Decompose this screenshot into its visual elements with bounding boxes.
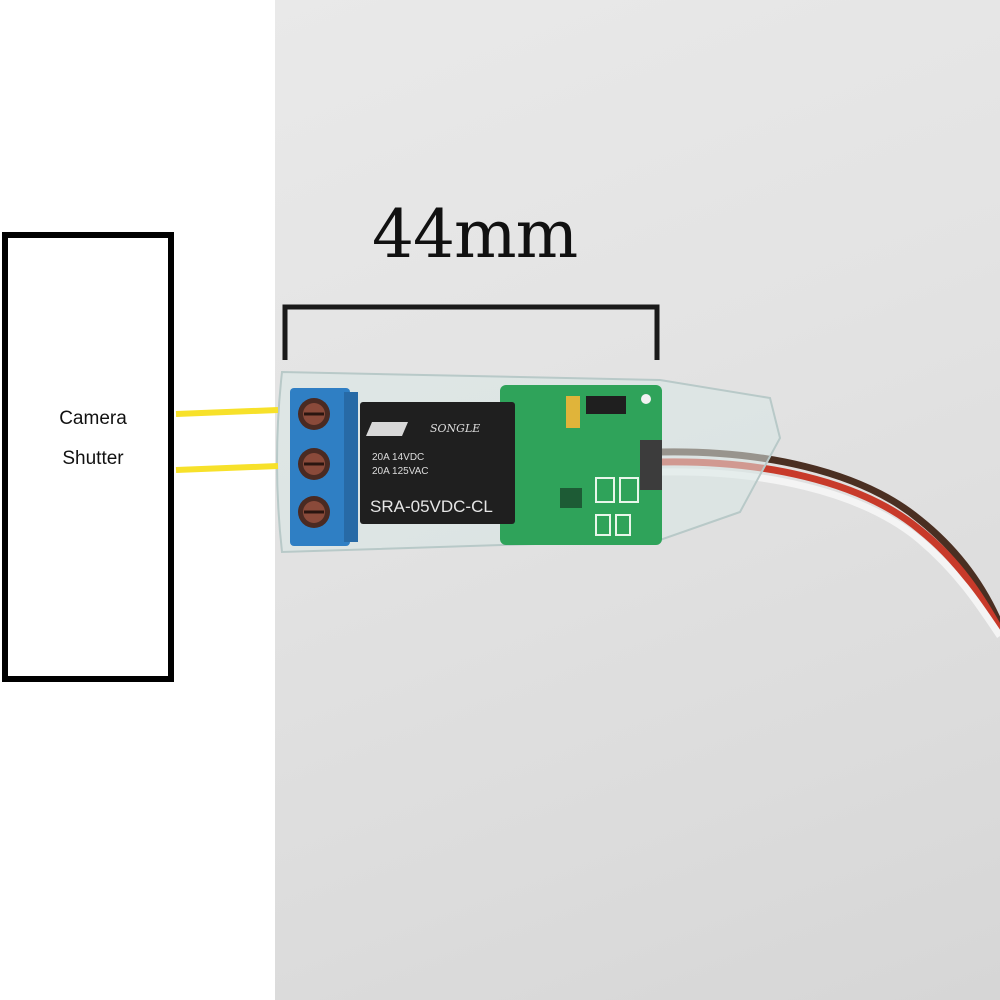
shutter-wire-1	[175, 407, 279, 417]
terminal-screw	[298, 398, 330, 430]
cable-connector	[640, 440, 662, 490]
pcb-board	[500, 385, 662, 545]
relay-brand-logo	[366, 422, 408, 436]
dimension-bracket	[282, 304, 660, 360]
relay-rating-2: 20A 125VAC	[372, 466, 429, 477]
dimension-label: 44mm	[372, 196, 578, 273]
relay-brand-text: SONGLE	[430, 422, 480, 435]
relay-rating-1: 20A 14VDC	[372, 452, 424, 463]
shutter-label: Shutter	[62, 448, 124, 469]
terminal-block	[290, 388, 358, 546]
led-component	[566, 396, 580, 428]
terminal-screw	[298, 496, 330, 528]
relay: SONGLE 20A 14VDC 20A 125VAC SRA-05VDC-CL	[360, 402, 515, 524]
shutter-wire-2	[175, 463, 279, 473]
camera-label: Camera	[59, 408, 127, 429]
camera-shutter-box: Camera Shutter	[2, 232, 174, 682]
relay-model-text: SRA-05VDC-CL	[370, 497, 493, 516]
terminal-screw	[298, 448, 330, 480]
